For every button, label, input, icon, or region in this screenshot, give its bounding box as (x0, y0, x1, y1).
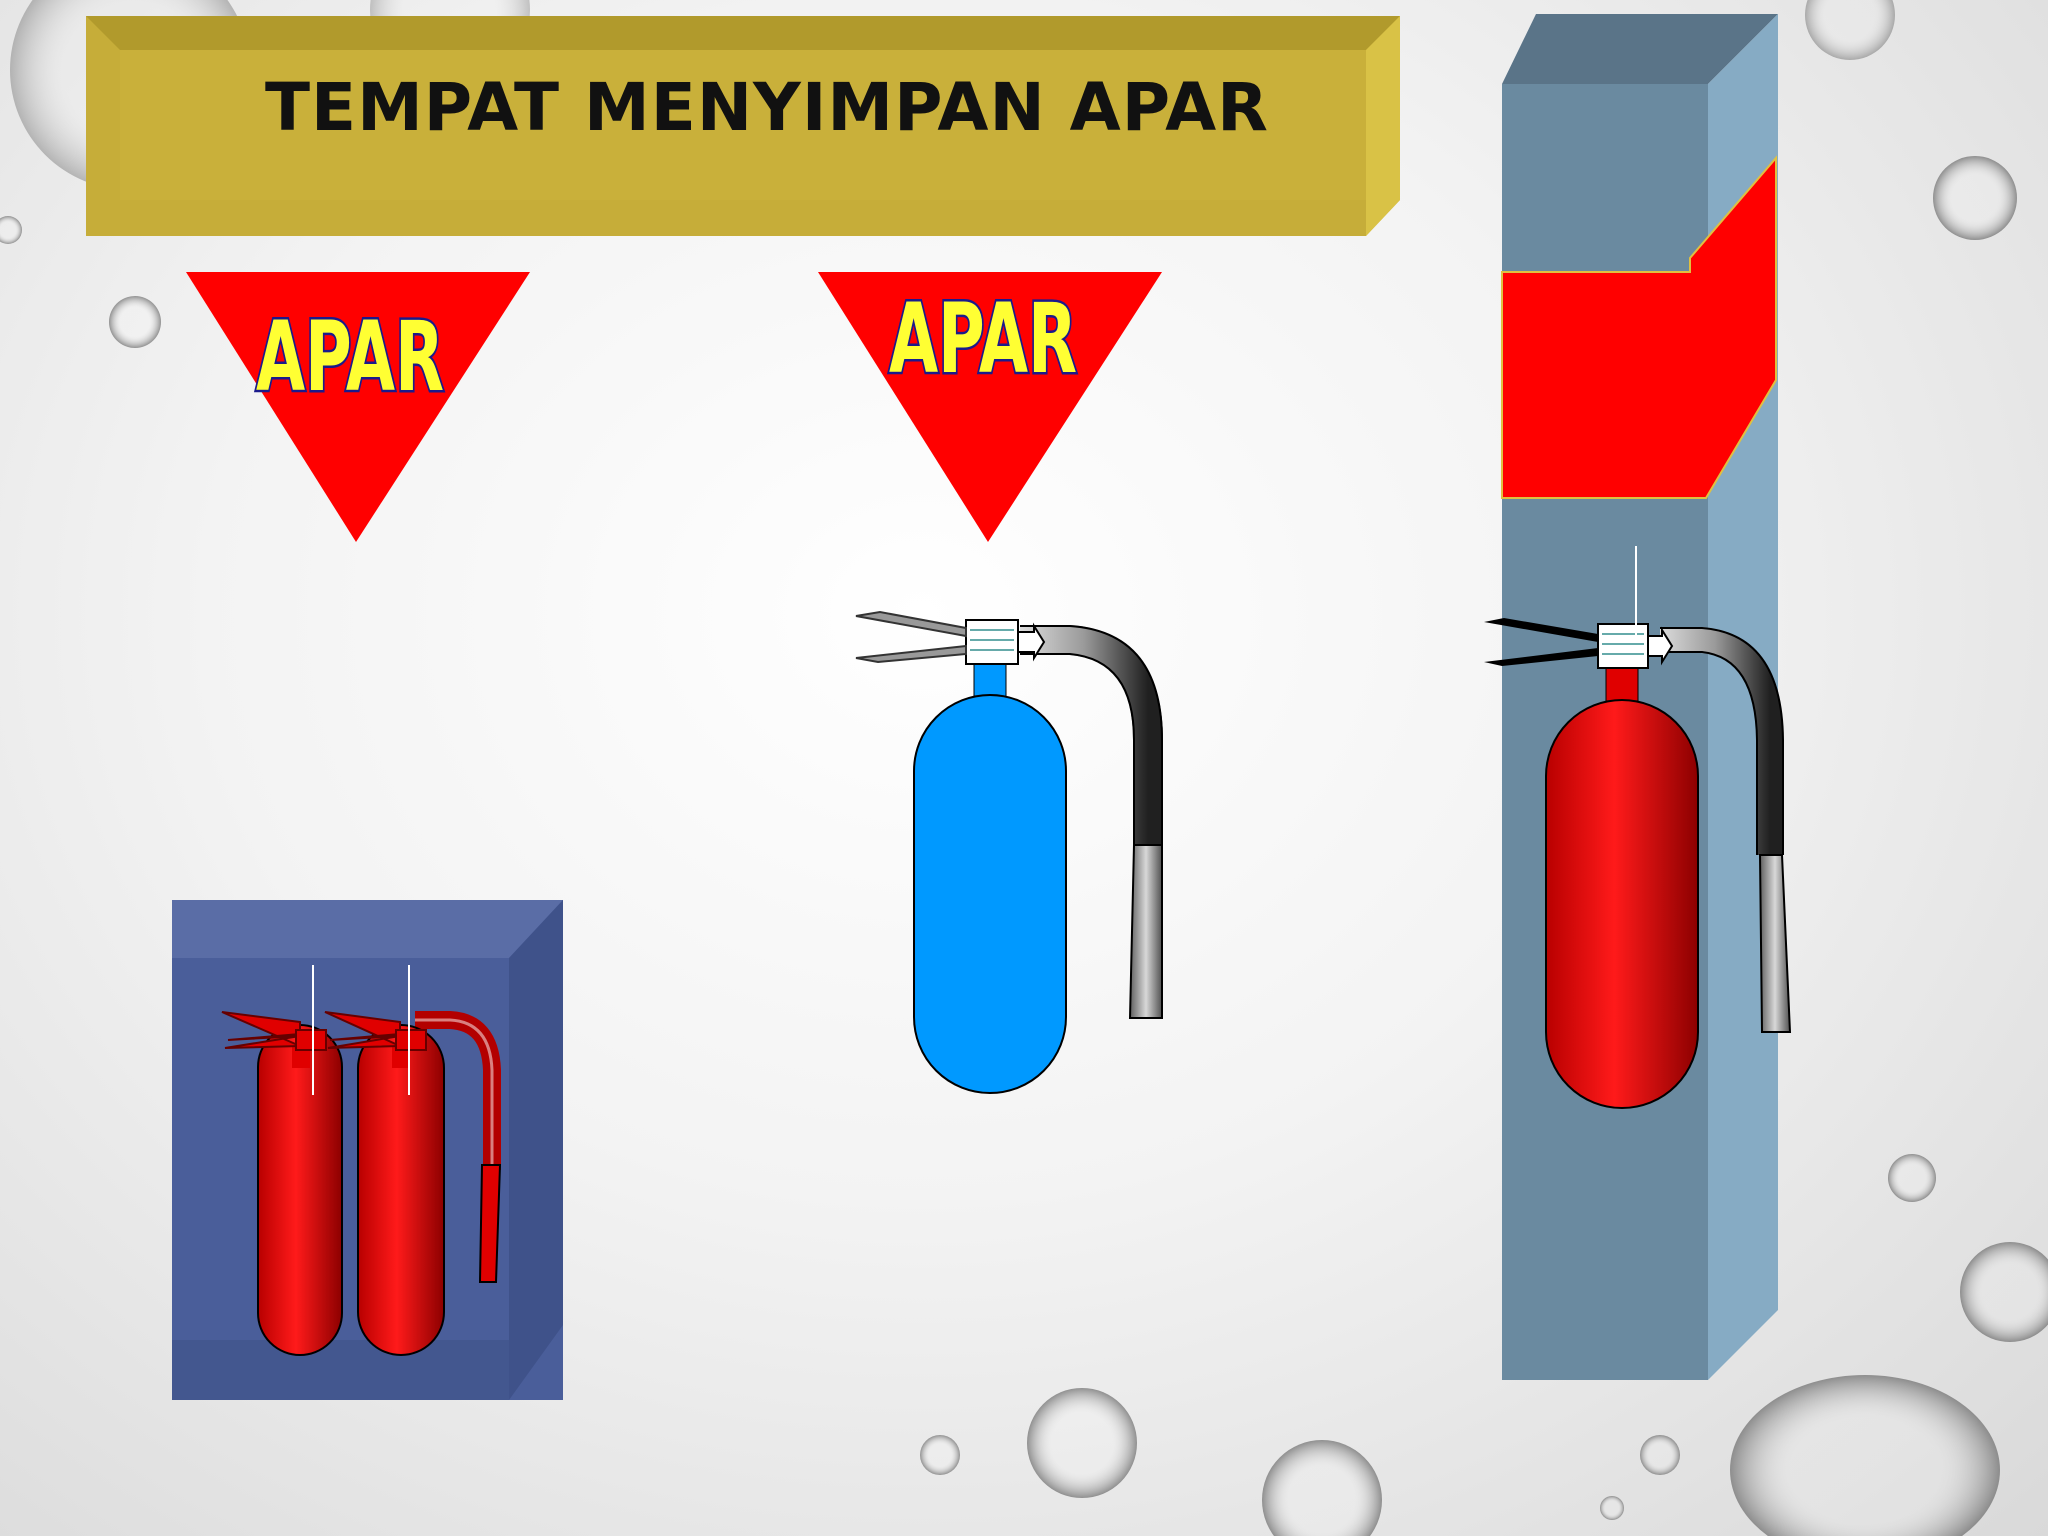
sign-label: APAR (889, 283, 1077, 395)
fire-extinguisher-icon (221, 965, 343, 1356)
warning-triangle-icon: APAR (186, 272, 530, 542)
slide-title: TEMPAT MENYIMPAN APAR (265, 69, 1269, 146)
sign-label: APAR (256, 301, 444, 413)
fire-extinguisher-icon (324, 965, 445, 1356)
fire-extinguisher-icon (1484, 546, 1792, 1109)
fire-extinguisher-icon (855, 610, 1163, 1094)
warning-triangle-icon: APAR (818, 272, 1162, 542)
cabinet-box-icon (172, 900, 563, 1400)
wall-pillar-icon (1484, 14, 1792, 1380)
title-banner: TEMPAT MENYIMPAN APAR (86, 16, 1400, 236)
